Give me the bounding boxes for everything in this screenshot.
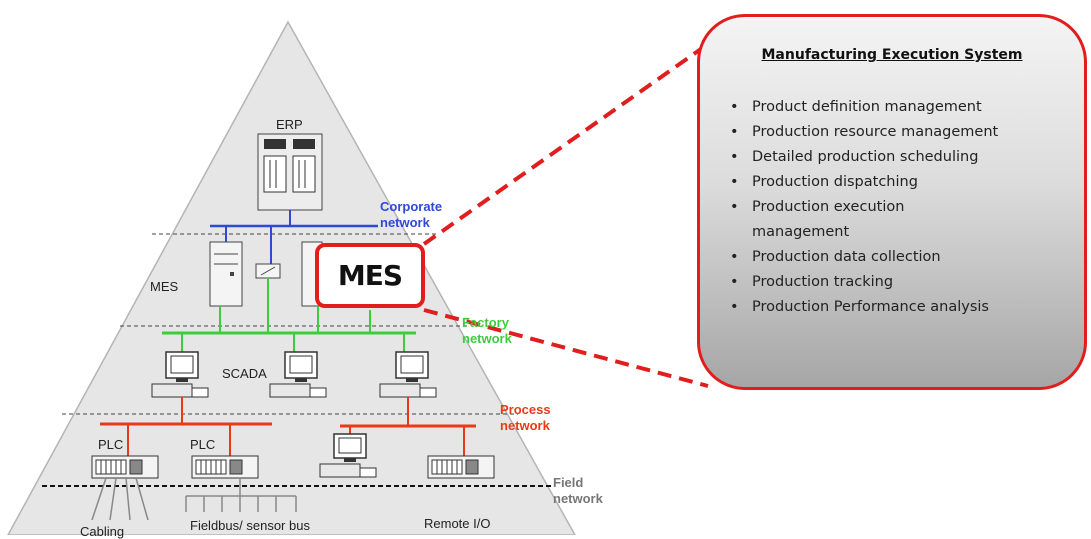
- scada-workstation-icon: [379, 351, 437, 398]
- list-item: Production resource management: [728, 120, 1078, 145]
- list-item: Production Performance analysis: [728, 295, 1078, 320]
- pyramid-shape: [7, 20, 576, 535]
- scada-workstation-icon: [269, 351, 327, 398]
- fieldbus-lines: [185, 478, 297, 512]
- mes-functions-panel: Manufacturing Execution System Product d…: [697, 14, 1087, 390]
- callout-line-bottom: [423, 308, 709, 388]
- scada-level-label: SCADA: [222, 366, 267, 381]
- plc-icon: [91, 455, 159, 479]
- list-item: Production tracking: [728, 270, 1078, 295]
- mes-level-label: MES: [150, 279, 179, 294]
- plc-icon: [427, 455, 495, 479]
- mes-tag-text: MES: [337, 259, 403, 292]
- erp-server-icon: [257, 133, 323, 211]
- list-item: Production dispatching: [728, 170, 1078, 195]
- list-item: Detailed production scheduling: [728, 145, 1078, 170]
- router-icon: [255, 263, 281, 279]
- mes-highlight-box: MES: [315, 243, 425, 308]
- list-item-continuation: management: [752, 224, 850, 240]
- list-item: Production data collection: [728, 245, 1078, 270]
- mes-function-list: Product definition management Production…: [728, 95, 1078, 320]
- plc-label: PLC: [190, 437, 216, 452]
- cabling-label: Cabling: [80, 524, 125, 539]
- remote-io-label: Remote I/O: [424, 516, 491, 531]
- mes-server-icon: [209, 241, 243, 307]
- plc-icon: [191, 455, 259, 479]
- callout-line-top: [422, 42, 710, 246]
- panel-title: Manufacturing Execution System: [761, 47, 1023, 63]
- operator-workstation-icon: [319, 433, 377, 478]
- scada-workstation-icon: [151, 351, 209, 398]
- cabling-lines: [91, 477, 149, 521]
- plc-label: PLC: [98, 437, 124, 452]
- list-item: Production execution: [728, 195, 1078, 220]
- fieldbus-label: Fieldbus/ sensor bus: [190, 518, 310, 533]
- erp-label: ERP: [276, 117, 303, 132]
- list-item: Product definition management: [728, 95, 1078, 120]
